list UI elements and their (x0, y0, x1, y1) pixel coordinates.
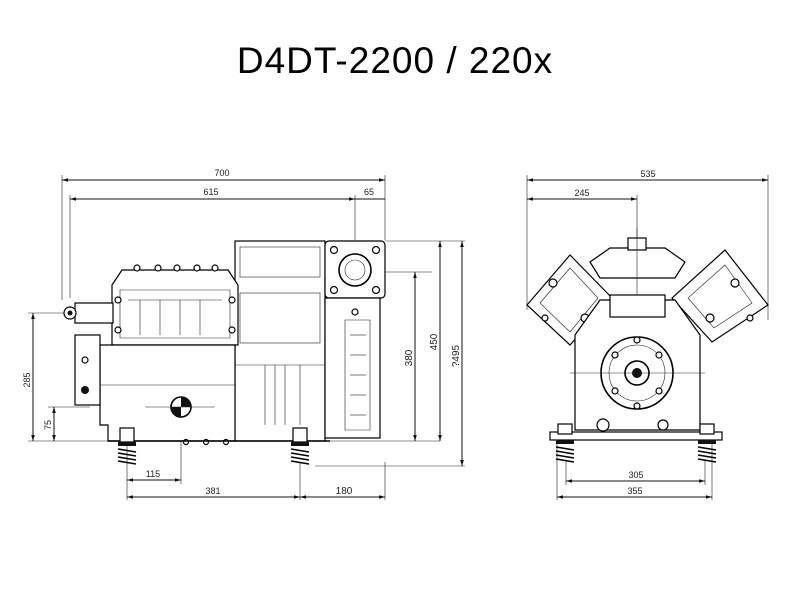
dim-label-305: 305 (628, 470, 643, 480)
right-cylinder-bank (671, 249, 769, 343)
dim-label-355: 355 (627, 486, 642, 496)
suction-valve (74, 302, 114, 324)
dim-label-115: 115 (146, 469, 160, 479)
dim-label-180: 180 (336, 486, 353, 497)
central-housing (574, 299, 701, 431)
dim-label-535: 535 (640, 169, 655, 179)
dim-label-75: 75 (43, 420, 53, 430)
dim-label-65: 65 (364, 187, 374, 197)
spring-mount-left (117, 442, 137, 465)
spring-mount-front-left (555, 423, 575, 463)
crankcase (99, 344, 236, 442)
dim-label-615: 615 (203, 187, 218, 197)
top-manifold (589, 247, 686, 279)
side-view: 700 615 65 380 450 ?495 285 75 115 3 (22, 168, 465, 500)
dim-label-245: 245 (574, 188, 589, 198)
front-view: 535 245 305 355 (526, 169, 769, 500)
end-cover (324, 297, 381, 439)
motor-housing (234, 240, 326, 442)
oil-pump (74, 334, 101, 406)
spring-mount-front-right (697, 423, 717, 463)
dim-label-381: 381 (205, 486, 220, 496)
spring-mount-right (290, 442, 310, 465)
dim-label-495: ?495 (451, 344, 462, 367)
dim-label-700: 700 (214, 168, 229, 178)
drawing-title: D4DT-2200 / 220x (236, 40, 554, 81)
dim-label-450: 450 (429, 333, 440, 350)
cylinder-head (111, 269, 239, 346)
dim-label-380: 380 (404, 349, 415, 366)
dim-label-285: 285 (22, 372, 32, 387)
